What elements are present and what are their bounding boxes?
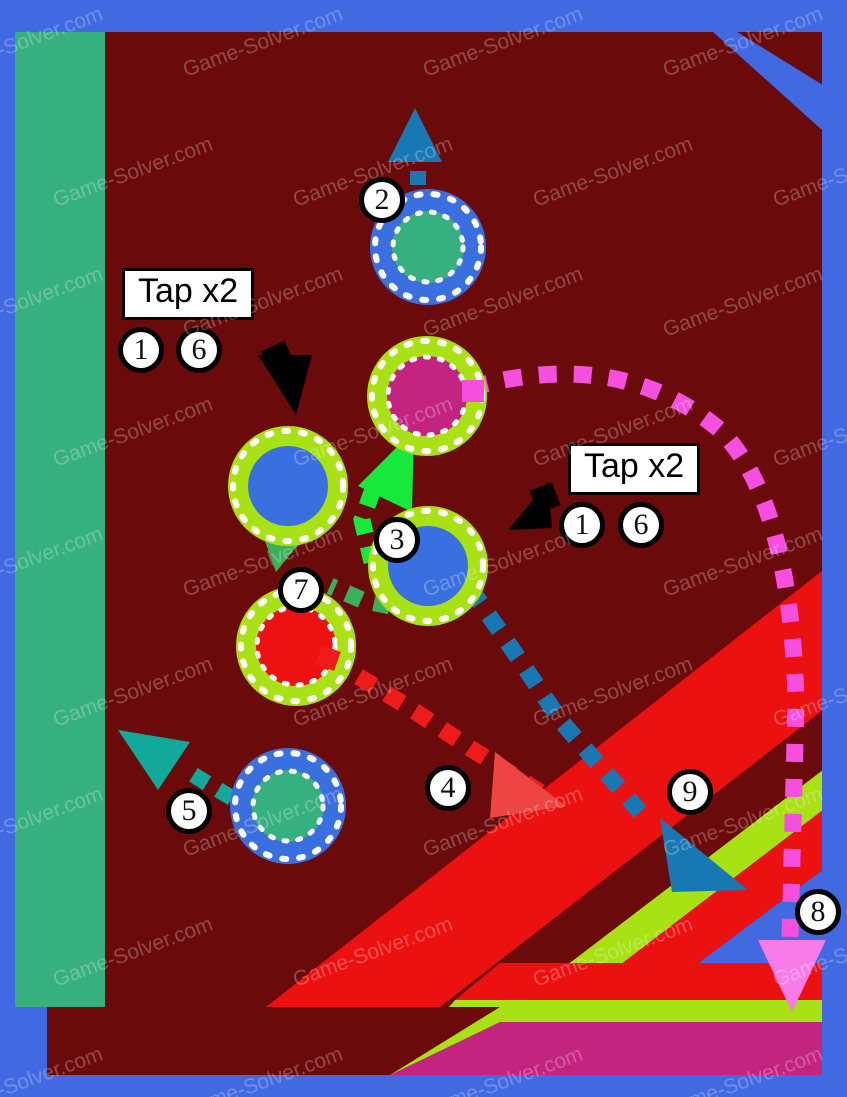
arrow-black-left bbox=[258, 340, 312, 415]
watermark-text: Game-Solver.com bbox=[290, 132, 456, 212]
watermark-text: Game-Solver.com bbox=[420, 522, 586, 602]
band-red-lower bbox=[565, 800, 836, 1007]
watermark-text: Game-Solver.com bbox=[660, 522, 826, 602]
marker-6-left[interactable]: 6 bbox=[176, 327, 222, 373]
path-teal-5 bbox=[118, 730, 237, 805]
arrow-teal-up bbox=[118, 730, 190, 790]
bar-red-elbow bbox=[455, 963, 560, 1000]
watermark-text: Game-Solver.com bbox=[530, 132, 696, 212]
arrow-magenta-down bbox=[758, 940, 826, 1012]
arrow-green-up bbox=[358, 430, 414, 512]
watermark-text: Game-Solver.com bbox=[770, 912, 847, 992]
arrow-blue-down bbox=[660, 818, 748, 892]
watermark-text: Game-Solver.com bbox=[180, 262, 346, 342]
band-darkred-separator bbox=[440, 700, 836, 1007]
watermark-text: Game-Solver.com bbox=[180, 1042, 346, 1097]
peg-blue-green-top[interactable] bbox=[370, 189, 486, 305]
watermark-text: Game-Solver.com bbox=[180, 782, 346, 862]
watermark-text: Game-Solver.com bbox=[50, 392, 216, 472]
bar-magenta-bottom bbox=[390, 1022, 836, 1075]
marker-5[interactable]: 5 bbox=[166, 788, 212, 834]
watermark-text: Game-Solver.com bbox=[290, 652, 456, 732]
left-green-strip bbox=[15, 32, 105, 1007]
watermark-text: Game-Solver.com bbox=[0, 1042, 106, 1097]
watermark-text: Game-Solver.com bbox=[420, 782, 586, 862]
arrow-black-right bbox=[508, 482, 561, 530]
marker-1-left[interactable]: 1 bbox=[118, 327, 164, 373]
marker-4[interactable]: 4 bbox=[425, 765, 471, 811]
watermark-text: Game-Solver.com bbox=[770, 392, 847, 472]
arrow-red-down bbox=[490, 752, 566, 818]
watermark-text: Game-Solver.com bbox=[50, 132, 216, 212]
watermark-text: Game-Solver.com bbox=[530, 912, 696, 992]
path-red-4 bbox=[325, 652, 566, 818]
watermark-text: Game-Solver.com bbox=[530, 652, 696, 732]
marker-1-right[interactable]: 1 bbox=[559, 502, 605, 548]
watermark-text: Game-Solver.com bbox=[0, 262, 106, 342]
watermark-text: Game-Solver.com bbox=[50, 652, 216, 732]
watermark-text: Game-Solver.com bbox=[0, 782, 106, 862]
watermark-text: Game-Solver.com bbox=[660, 1042, 826, 1097]
marker-7[interactable]: 7 bbox=[278, 567, 324, 613]
bar-lime-strip bbox=[500, 1000, 836, 1022]
watermark-text: Game-Solver.com bbox=[290, 912, 456, 992]
path-magenta-8 bbox=[467, 365, 826, 1012]
watermark-text: Game-Solver.com bbox=[770, 652, 847, 732]
peg-blue-green-bottom[interactable] bbox=[230, 748, 346, 864]
tap-callout-right: Tap x2 bbox=[568, 443, 701, 495]
watermark-text: Game-Solver.com bbox=[180, 2, 346, 82]
peg-lime-blue-left[interactable] bbox=[228, 426, 348, 546]
elbow-darkred-fill bbox=[47, 1007, 500, 1075]
path-blue-9 bbox=[463, 583, 748, 892]
watermark-text: Game-Solver.com bbox=[0, 522, 106, 602]
watermark-text: Game-Solver.com bbox=[660, 2, 826, 82]
bar-red-bottom bbox=[500, 963, 836, 1000]
watermark-text: Game-Solver.com bbox=[50, 912, 216, 992]
path-blue-up bbox=[388, 108, 442, 185]
tap-callout-left: Tap x2 bbox=[122, 268, 255, 320]
watermark-text: Game-Solver.com bbox=[530, 392, 696, 472]
watermark-text: Game-Solver.com bbox=[180, 522, 346, 602]
watermark-text: Game-Solver.com bbox=[420, 1042, 586, 1097]
band-red-wide bbox=[266, 560, 836, 1007]
watermark-text: Game-Solver.com bbox=[660, 262, 826, 342]
watermark-text: Game-Solver.com bbox=[660, 782, 826, 862]
watermark-text: Game-Solver.com bbox=[290, 392, 456, 472]
marker-9[interactable]: 9 bbox=[667, 769, 713, 815]
marker-8[interactable]: 8 bbox=[795, 889, 841, 935]
watermark-text: Game-Solver.com bbox=[420, 262, 586, 342]
watermark-text: Game-Solver.com bbox=[770, 132, 847, 212]
watermark-text: Game-Solver.com bbox=[420, 2, 586, 82]
marker-3[interactable]: 3 bbox=[374, 517, 420, 563]
peg-lime-magenta[interactable] bbox=[367, 336, 487, 456]
marker-6-right[interactable]: 6 bbox=[618, 502, 664, 548]
path-green-3to7 bbox=[353, 430, 414, 564]
watermark-text: Game-Solver.com bbox=[0, 2, 106, 82]
marker-2[interactable]: 2 bbox=[359, 177, 405, 223]
arrow-blue-up bbox=[388, 108, 442, 162]
